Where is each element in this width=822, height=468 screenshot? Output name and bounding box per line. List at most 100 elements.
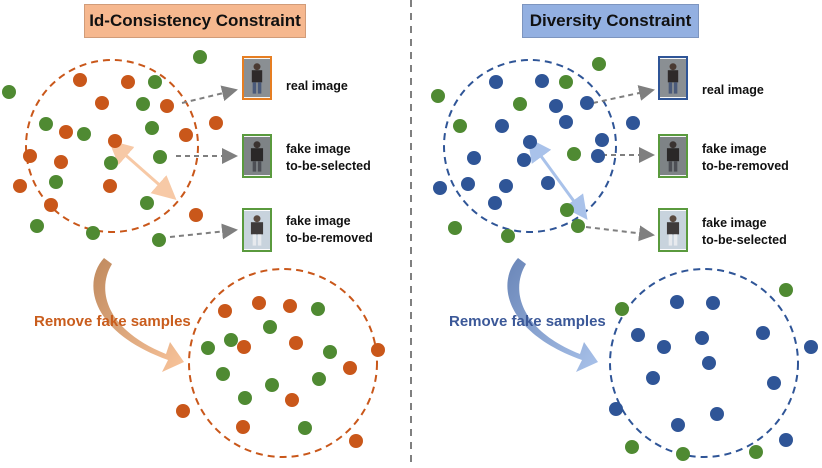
sample-dot-orange — [371, 343, 385, 357]
sample-dot-orange — [209, 116, 223, 130]
label-line: fake image — [286, 142, 351, 156]
sample-dot-blue — [702, 356, 716, 370]
sample-dot-blue — [779, 433, 793, 447]
sample-dot-green — [431, 89, 445, 103]
sample-dot-orange — [44, 198, 58, 212]
sample-dot-orange — [121, 75, 135, 89]
sample-dot-blue — [706, 296, 720, 310]
sample-dot-green — [193, 50, 207, 64]
left-bottom-cluster-circle — [188, 268, 378, 458]
sample-dot-blue — [499, 179, 513, 193]
sample-dot-orange — [54, 155, 68, 169]
sample-dot-green — [30, 219, 44, 233]
sample-dot-orange — [285, 393, 299, 407]
sample-dot-green — [779, 283, 793, 297]
sample-dot-blue — [609, 402, 623, 416]
sample-dot-green — [136, 97, 150, 111]
sample-dot-blue — [488, 196, 502, 210]
left-curved-arrow — [93, 258, 184, 372]
sample-dot-green — [592, 57, 606, 71]
person-icon — [660, 136, 686, 176]
sample-dot-blue — [433, 181, 447, 195]
sample-dot-blue — [523, 135, 537, 149]
label-line: fake image — [702, 216, 767, 230]
sample-dot-blue — [670, 295, 684, 309]
sample-dot-green — [148, 75, 162, 89]
sample-dot-green — [559, 75, 573, 89]
sample-dot-orange — [218, 304, 232, 318]
sample-dot-blue — [695, 331, 709, 345]
sample-dot-green — [153, 150, 167, 164]
right-pointer-selected — [585, 225, 655, 242]
person-icon — [660, 210, 686, 250]
sample-dot-green — [104, 156, 118, 170]
sample-dot-orange — [289, 336, 303, 350]
person-icon — [244, 210, 270, 250]
right-label-real: real image — [702, 82, 764, 99]
sample-dot-green — [323, 345, 337, 359]
label-line: to-be-removed — [286, 231, 373, 245]
sample-dot-green — [298, 421, 312, 435]
sample-dot-orange — [236, 420, 250, 434]
sample-dot-orange — [95, 96, 109, 110]
person-icon — [244, 136, 270, 176]
left-pointer-real — [181, 85, 238, 104]
label-line: to-be-removed — [702, 159, 789, 173]
sample-dot-orange — [189, 208, 203, 222]
label-line: fake image — [286, 214, 351, 228]
sample-dot-orange — [103, 179, 117, 193]
sample-dot-green — [560, 203, 574, 217]
sample-dot-blue — [549, 99, 563, 113]
sample-dot-blue — [804, 340, 818, 354]
sample-dot-green — [49, 175, 63, 189]
sample-dot-green — [567, 147, 581, 161]
label-line: to-be-selected — [286, 159, 371, 173]
sample-dot-green — [263, 320, 277, 334]
dots-layer — [2, 50, 818, 461]
sample-dot-orange — [108, 134, 122, 148]
label-line: real image — [286, 79, 348, 93]
sample-dot-green — [238, 391, 252, 405]
diversity-title: Diversity Constraint — [522, 4, 699, 38]
right-label-selected: fake image to-be-selected — [702, 215, 787, 249]
sample-dot-blue — [631, 328, 645, 342]
sample-dot-orange — [349, 434, 363, 448]
sample-dot-green — [453, 119, 467, 133]
sample-dot-blue — [580, 96, 594, 110]
left-label-selected: fake image to-be-selected — [286, 141, 371, 175]
sample-dot-orange — [237, 340, 251, 354]
sample-dot-orange — [252, 296, 266, 310]
real-image-thumbnail — [658, 56, 688, 100]
sample-dot-green — [311, 302, 325, 316]
label-line: real image — [702, 83, 764, 97]
sample-dot-green — [749, 445, 763, 459]
sample-dot-orange — [283, 299, 297, 313]
sample-dot-blue — [626, 116, 640, 130]
label-line: fake image — [702, 142, 767, 156]
sample-dot-green — [265, 378, 279, 392]
person-icon — [244, 58, 270, 98]
sample-dot-green — [224, 333, 238, 347]
sample-dot-green — [140, 196, 154, 210]
sample-dot-green — [86, 226, 100, 240]
sample-dot-green — [145, 121, 159, 135]
sample-dot-blue — [595, 133, 609, 147]
sample-dot-green — [2, 85, 16, 99]
sample-dot-blue — [559, 115, 573, 129]
right-pointer-real — [592, 85, 655, 104]
sample-dot-green — [513, 97, 527, 111]
sample-dot-green — [448, 221, 462, 235]
sample-dot-orange — [160, 99, 174, 113]
fake-image-thumbnail — [658, 208, 688, 252]
sample-dot-green — [152, 233, 166, 247]
fake-image-thumbnail — [242, 134, 272, 178]
sample-dot-green — [201, 341, 215, 355]
real-image-thumbnail — [242, 56, 272, 100]
sample-dot-blue — [710, 407, 724, 421]
sample-dot-blue — [646, 371, 660, 385]
sample-dot-blue — [756, 326, 770, 340]
right-curved-arrow — [507, 258, 598, 372]
left-label-real: real image — [286, 78, 348, 95]
left-remove-fake-samples-label: Remove fake samples — [34, 313, 191, 330]
